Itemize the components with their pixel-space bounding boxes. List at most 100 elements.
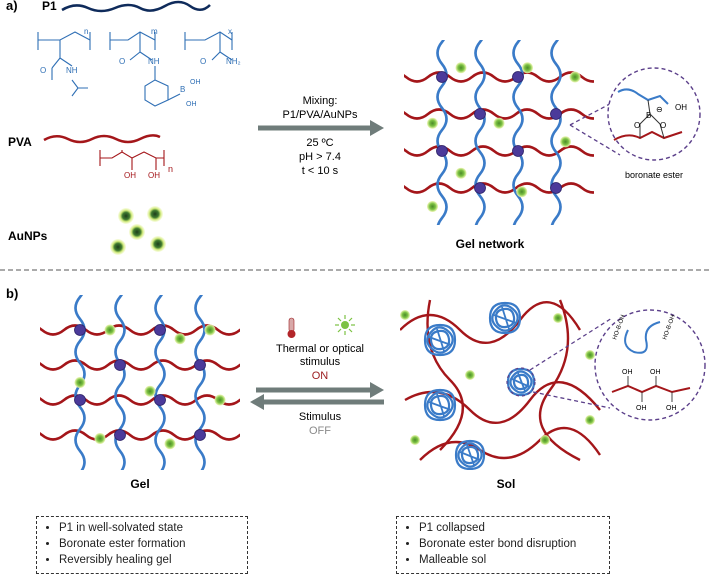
polymer-strand-pva: [419, 426, 601, 461]
p1-nh1: NH: [66, 66, 78, 75]
forward-arrowhead-icon: [370, 382, 384, 398]
crosslink-node: [550, 108, 562, 120]
sol-network: [400, 299, 601, 470]
p1-sub-m: m: [151, 27, 158, 36]
sol-properties-box: P1 collapsed Boronate ester bond disrupt…: [396, 516, 610, 574]
inset-b-oh3: OH: [650, 369, 661, 376]
gel-label: Gel: [130, 477, 149, 491]
crosslink-node: [194, 359, 206, 371]
crosslink-node: [436, 145, 448, 157]
pva-label: PVA: [8, 135, 32, 149]
inset-b-pointer-bottom: [532, 391, 611, 409]
gold-nanoparticle: [516, 186, 528, 198]
gold-nanoparticle: [540, 435, 550, 445]
inset-a-oh: OH: [675, 103, 687, 112]
mixing-components: P1/PVA/AuNPs: [283, 109, 358, 121]
gold-nanoparticle: [204, 324, 216, 336]
inset-b-circle: [594, 309, 706, 421]
inset-a-structure: [613, 88, 683, 141]
light-burst-icon: [335, 315, 355, 335]
polymer-strand-p1: [114, 295, 126, 470]
thermometer-icon: [287, 317, 296, 338]
stimulus-on-line1: Thermal or optical: [276, 343, 364, 355]
gold-nanoparticle: [104, 324, 116, 336]
condition-time: t < 10 s: [302, 165, 339, 177]
p1-nh2-amide: NH₂: [226, 57, 241, 66]
inset-a-o2: O: [660, 121, 666, 130]
gold-nanoparticle: [493, 117, 505, 129]
sol-property-2: Boronate ester bond disruption: [419, 536, 601, 552]
inset-b-oh1: OH: [622, 369, 633, 376]
p1-label: P1: [42, 0, 57, 13]
polymer-strand-pva: [40, 429, 240, 441]
polymer-strand-pva: [538, 299, 581, 462]
gold-nanoparticle: [569, 71, 581, 83]
polymer-strand-p1: [194, 295, 206, 470]
polymer-strand-pva: [40, 394, 240, 406]
gel-network-label: Gel network: [456, 237, 525, 251]
polymer-strand-pva: [404, 108, 594, 120]
collapsed-p1-coil: [454, 439, 486, 470]
gold-nanoparticle: [585, 415, 595, 425]
polymer-strand-p1: [474, 40, 486, 225]
crosslink-node: [74, 324, 86, 336]
condition-ph: pH > 7.4: [299, 151, 341, 163]
crosslink-node: [114, 359, 126, 371]
gold-nanoparticle: [174, 333, 186, 345]
collapsed-p1-coil: [506, 367, 536, 397]
sol-property-3: Malleable sol: [419, 552, 601, 568]
gel-network-b: [40, 295, 240, 470]
inset-a-circle: [607, 67, 701, 161]
crosslink-node: [474, 182, 486, 194]
reverse-arrowhead-icon: [250, 394, 264, 410]
p1-oh2: OH: [186, 101, 197, 108]
p1-chain-icon: [61, 0, 211, 13]
inset-b-oh2: OH: [636, 405, 647, 412]
polymer-strand-pva: [404, 182, 594, 194]
gold-nanoparticle: [522, 62, 533, 74]
p1-oh1: OH: [190, 79, 201, 86]
pva-structure: [99, 150, 165, 170]
inset-b-focus: [506, 367, 536, 397]
crosslink-node: [474, 108, 486, 120]
crosslink-node: [550, 182, 562, 194]
pva-oh2: OH: [148, 171, 160, 180]
inset-a-o1: O: [634, 121, 640, 130]
panel-a-label: a): [6, 0, 18, 13]
gel-network-a: [404, 40, 594, 225]
crosslink-node: [512, 71, 524, 83]
stimulus-on-state: ON: [312, 370, 329, 382]
collapsed-p1-coil: [423, 388, 457, 422]
aunps-cluster-icon: [110, 206, 166, 255]
gold-nanoparticle: [74, 377, 86, 388]
gold-nanoparticle: [465, 370, 475, 380]
inset-b-structure: [611, 321, 691, 402]
polymer-strand-pva: [426, 299, 464, 451]
panel-b-label: b): [6, 286, 18, 301]
stimulus-off-line1: Stimulus: [299, 411, 342, 423]
aunps-label: AuNPs: [8, 229, 48, 243]
sol-property-1: P1 collapsed: [419, 520, 601, 536]
gold-nanoparticle: [214, 394, 226, 406]
collapsed-p1-coil: [423, 323, 457, 357]
condition-temp: 25 ºC: [306, 137, 333, 149]
gel-properties-box: P1 in well-solvated state Boronate ester…: [36, 516, 248, 574]
gold-nanoparticle: [400, 310, 410, 320]
p1-o2: O: [119, 57, 125, 66]
inset-a-boron: B: [646, 111, 651, 120]
gel-property-3: Reversibly healing gel: [59, 552, 239, 568]
p1-nh2: NH: [148, 57, 160, 66]
inset-a-pointer-bottom: [569, 124, 621, 156]
crosslink-node: [114, 429, 126, 441]
gel-property-2: Boronate ester formation: [59, 536, 239, 552]
gel-property-1: P1 in well-solvated state: [59, 520, 239, 536]
p1-sub-x: x: [228, 27, 232, 36]
inset-a-charge: ⊖: [656, 105, 663, 114]
mixing-arrowhead-icon: [370, 120, 384, 136]
mixing-label: Mixing:: [303, 95, 338, 107]
gold-nanoparticle: [144, 385, 156, 397]
gold-nanoparticle: [427, 117, 438, 129]
p1-o3: O: [200, 57, 206, 66]
crosslink-node: [74, 394, 86, 406]
